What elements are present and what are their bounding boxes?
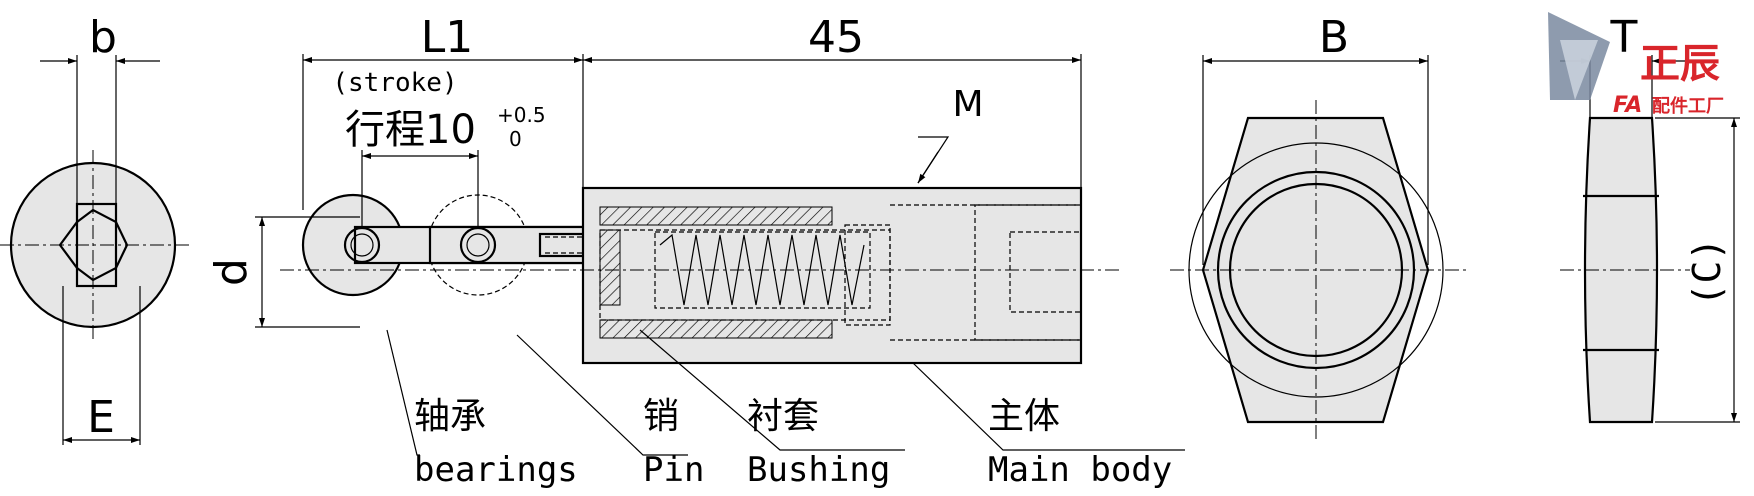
dim-45-label: 45 — [808, 12, 864, 63]
part-mainbody-en: Main body — [988, 450, 1172, 490]
part-bushing-cn: 衬套 — [747, 396, 819, 437]
dim-t-label: T — [1610, 12, 1638, 63]
part-bearings-en: bearings — [414, 450, 578, 490]
stroke-cn-label: 行程10 — [345, 107, 476, 153]
brand-logo: 正辰 FA 配件工厂 — [1548, 12, 1724, 118]
stroke-tol-lower: 0 — [509, 127, 522, 151]
side-view — [255, 54, 1120, 365]
hex-front-view — [1170, 55, 1470, 440]
stroke-en-label: (stroke) — [332, 68, 457, 98]
dim-c-label: (C) — [1685, 238, 1729, 307]
part-pin-en: Pin — [643, 450, 704, 490]
dim-b-label: b — [89, 12, 117, 63]
part-pin-cn: 销 — [643, 396, 679, 437]
stroke-tol-upper: +0.5 — [497, 103, 546, 127]
dim-d-label: d — [206, 258, 257, 286]
part-labels: 轴承 bearings 销 Pin 衬套 Bushing 主体 Main bod… — [414, 396, 1172, 490]
dim-m-label: M — [952, 84, 983, 125]
dim-b-hex-label: B — [1319, 12, 1349, 63]
dim-e-label: E — [87, 392, 115, 443]
dim-l1-label: L1 — [421, 12, 474, 63]
part-bearings-cn: 轴承 — [414, 396, 486, 437]
logo-brand-cn: 正辰 — [1640, 41, 1720, 87]
logo-brand-en: FA — [1613, 93, 1642, 118]
end-view-left — [0, 55, 190, 445]
logo-sub-cn: 配件工厂 — [1652, 95, 1724, 117]
part-leaders — [386, 329, 1185, 456]
part-mainbody-cn: 主体 — [988, 396, 1060, 437]
part-bushing-en: Bushing — [747, 450, 890, 490]
